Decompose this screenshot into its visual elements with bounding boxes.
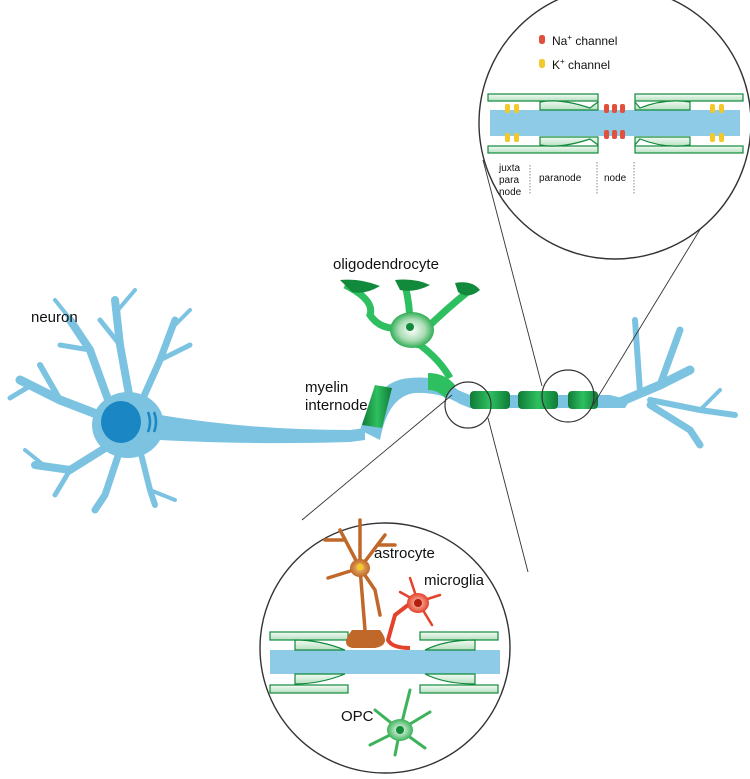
- k-sup: +: [560, 57, 565, 66]
- legend-icons: [539, 35, 545, 68]
- opc-cell: [368, 688, 432, 757]
- oligodendrocyte-cell: [340, 279, 480, 380]
- node-label: node: [604, 173, 627, 184]
- na-channel-group: [604, 104, 625, 139]
- na-suffix: channel: [572, 34, 618, 48]
- myelin-label-line1: myelin: [305, 379, 349, 396]
- juxta-line1: juxta: [499, 163, 521, 174]
- glia-inset: [259, 518, 511, 774]
- zoom-lines: [301, 159, 719, 573]
- zoom-circle-small-left: [444, 381, 492, 429]
- na-base: Na: [552, 34, 568, 48]
- k-suffix: channel: [564, 58, 611, 72]
- k-channel-group: [505, 104, 724, 142]
- na-channel-legend-label: Na+ channel: [552, 33, 617, 48]
- juxta-line3: node: [499, 187, 522, 198]
- k-channel-legend-label: K+ channel: [552, 57, 610, 72]
- axon: [360, 373, 630, 440]
- juxtaparanode-label: juxta para node: [499, 163, 521, 199]
- k-channel-icon: [539, 59, 545, 68]
- neuron-cell: [7, 288, 365, 514]
- astrocyte-label: astrocyte: [374, 545, 435, 562]
- neuron-label: neuron: [31, 309, 78, 326]
- axon-terminal: [615, 317, 738, 449]
- astrocyte-cell: [323, 518, 397, 648]
- na-sup: +: [567, 33, 573, 42]
- na-channel-icon: [539, 35, 545, 44]
- opc-label: OPC: [341, 708, 374, 725]
- microglia-label: microglia: [424, 572, 485, 589]
- paranode-label: paranode: [539, 173, 582, 184]
- oligodendrocyte-label: oligodendrocyte: [333, 256, 439, 273]
- zoom-circle-small-right: [541, 369, 595, 423]
- microglia-cell: [385, 576, 442, 650]
- myelin-label-line2: internode: [305, 397, 368, 414]
- juxta-line2: para: [499, 175, 520, 186]
- node-inset: [478, 0, 750, 260]
- myelin-internode-label: myelin internode: [305, 379, 368, 415]
- k-base: K: [552, 58, 561, 72]
